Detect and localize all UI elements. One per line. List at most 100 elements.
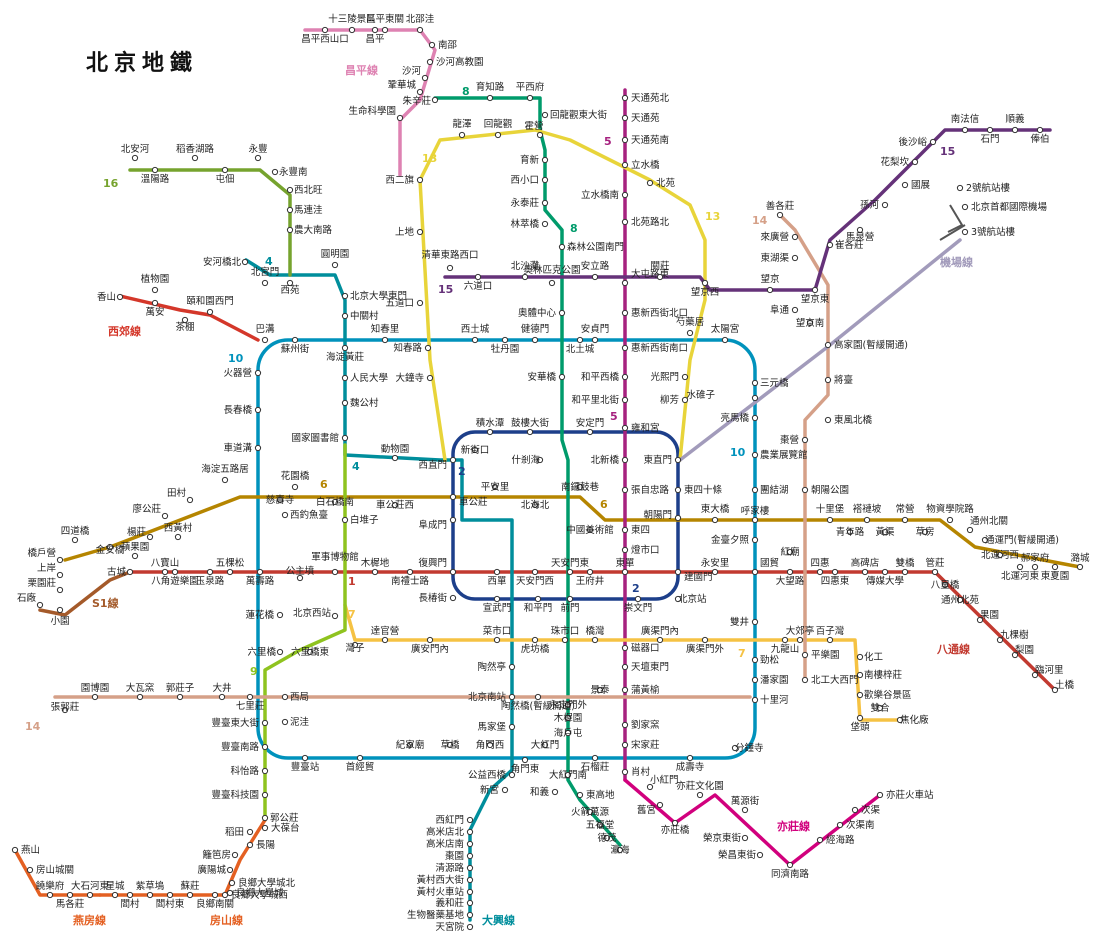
station-label: 焦化廠 xyxy=(900,714,929,726)
station-label: 亮馬橋 xyxy=(720,412,749,424)
station-marker xyxy=(751,568,759,576)
station-label: 西黃村 xyxy=(164,522,193,534)
line-fangshan-label: 房山線 xyxy=(210,913,243,927)
station-marker xyxy=(526,428,534,436)
station-label: 角門東 xyxy=(511,763,540,775)
station: 九棵樹 xyxy=(996,629,1029,644)
station-label: 十三陵景區 xyxy=(328,13,376,25)
station-marker xyxy=(11,846,19,854)
station: 同濟南路 xyxy=(771,861,809,880)
station: 知春里 xyxy=(371,323,399,344)
station-marker xyxy=(621,344,629,352)
station-label: 房山城關 xyxy=(36,864,74,876)
station-label: 清華東路西口 xyxy=(421,249,478,261)
station-label: 呼家樓 xyxy=(741,505,770,517)
station: 軍事博物館 xyxy=(311,551,359,576)
station: 四惠 xyxy=(810,557,830,576)
station-marker xyxy=(493,568,501,576)
station: 望京西 xyxy=(691,279,719,298)
station-label: 西北旺 xyxy=(294,185,323,196)
station: 崇文門 xyxy=(624,595,652,614)
station-marker xyxy=(646,783,654,791)
station-marker xyxy=(751,379,759,387)
station-label: 海淀五路居 xyxy=(201,463,249,475)
station-label: 安貞門 xyxy=(581,323,610,335)
station: 九龍山 xyxy=(771,636,799,655)
line-14e-path xyxy=(778,213,830,682)
station: 金安橋 xyxy=(96,543,125,556)
station: 林萃橋 xyxy=(510,218,549,230)
station-label: 大郊亭 xyxy=(786,625,815,637)
station: 萬源街 xyxy=(731,795,760,814)
station-label: 什剎海 xyxy=(511,454,540,466)
station-marker xyxy=(246,828,254,836)
station-label: 惠新西街北口 xyxy=(631,307,688,319)
station-marker xyxy=(876,704,884,712)
station-label: 棗營 xyxy=(780,434,799,446)
station-label: 大瓦窯 xyxy=(126,682,155,694)
station-marker xyxy=(881,528,889,536)
station-marker xyxy=(421,74,429,82)
station-label: 稻田 xyxy=(225,827,244,838)
station: 農大南路 xyxy=(286,224,333,236)
station-marker xyxy=(816,568,824,576)
station-label: 昌平西山口 xyxy=(301,34,349,45)
station-label: 和平里北街 xyxy=(571,394,619,406)
station-marker xyxy=(751,618,759,626)
station-marker xyxy=(446,264,454,272)
station: 農業展覽館 xyxy=(751,449,808,461)
station: 大井 xyxy=(212,682,232,701)
station-marker xyxy=(616,846,624,854)
station-marker xyxy=(254,444,262,452)
station-label: 亦莊橋 xyxy=(661,824,690,836)
station: 五福堂 xyxy=(586,819,615,831)
station-marker xyxy=(348,26,356,34)
station: 朝陽門 xyxy=(643,509,682,522)
station-label: 義和莊 xyxy=(435,897,464,909)
station-marker xyxy=(796,636,804,644)
station: 勁松 xyxy=(751,654,780,666)
station-label: 孫河 xyxy=(860,199,880,211)
station: 望京 xyxy=(760,273,780,294)
station-marker xyxy=(696,791,704,799)
station-label: 蘋果園 xyxy=(121,541,150,553)
station-label: 北苑路北 xyxy=(631,216,670,228)
station-marker xyxy=(901,181,909,189)
line-10-label-b: 10 xyxy=(730,446,746,459)
station: 栗園莊 xyxy=(27,578,64,594)
station: 菜市口 xyxy=(483,625,511,644)
station-marker xyxy=(741,834,749,842)
station-marker xyxy=(856,653,864,661)
station-marker xyxy=(586,428,594,436)
station-label: 土橋 xyxy=(1055,679,1075,691)
station-label: 北新橋 xyxy=(590,454,619,466)
station-marker xyxy=(131,552,139,560)
station-label: 上岸 xyxy=(37,563,57,574)
station-label: 五道口 xyxy=(385,297,414,309)
station-label: 大井 xyxy=(212,682,231,694)
station-marker xyxy=(356,754,364,762)
station: 五棵松 xyxy=(216,557,245,576)
station-marker xyxy=(246,693,254,701)
station: 小紅門 xyxy=(646,775,679,791)
station-label: 金臺夕照 xyxy=(711,534,750,546)
station-marker xyxy=(856,691,864,699)
station: 北苑路北 xyxy=(621,216,670,228)
station-label: 朝陽公園 xyxy=(811,484,849,496)
station: 大望路 xyxy=(776,568,805,587)
station-label: 北土城 xyxy=(566,343,595,355)
station: 天宮院 xyxy=(435,921,474,933)
station-label: 沙河 xyxy=(402,65,422,77)
station-label: 天安門西 xyxy=(516,575,554,587)
station: 黃村西大街 xyxy=(416,874,474,886)
station-marker xyxy=(371,568,379,576)
station: 平西府 xyxy=(516,81,545,102)
station: 馬連洼 xyxy=(286,204,323,216)
station-label: 馬家堡 xyxy=(477,721,506,733)
station-label: 榮昌東街 xyxy=(718,849,757,861)
station-marker xyxy=(341,374,349,382)
station-marker xyxy=(956,596,964,604)
station-marker xyxy=(426,374,434,382)
station-label: 長春橋 xyxy=(223,404,252,416)
station-marker xyxy=(341,399,349,407)
